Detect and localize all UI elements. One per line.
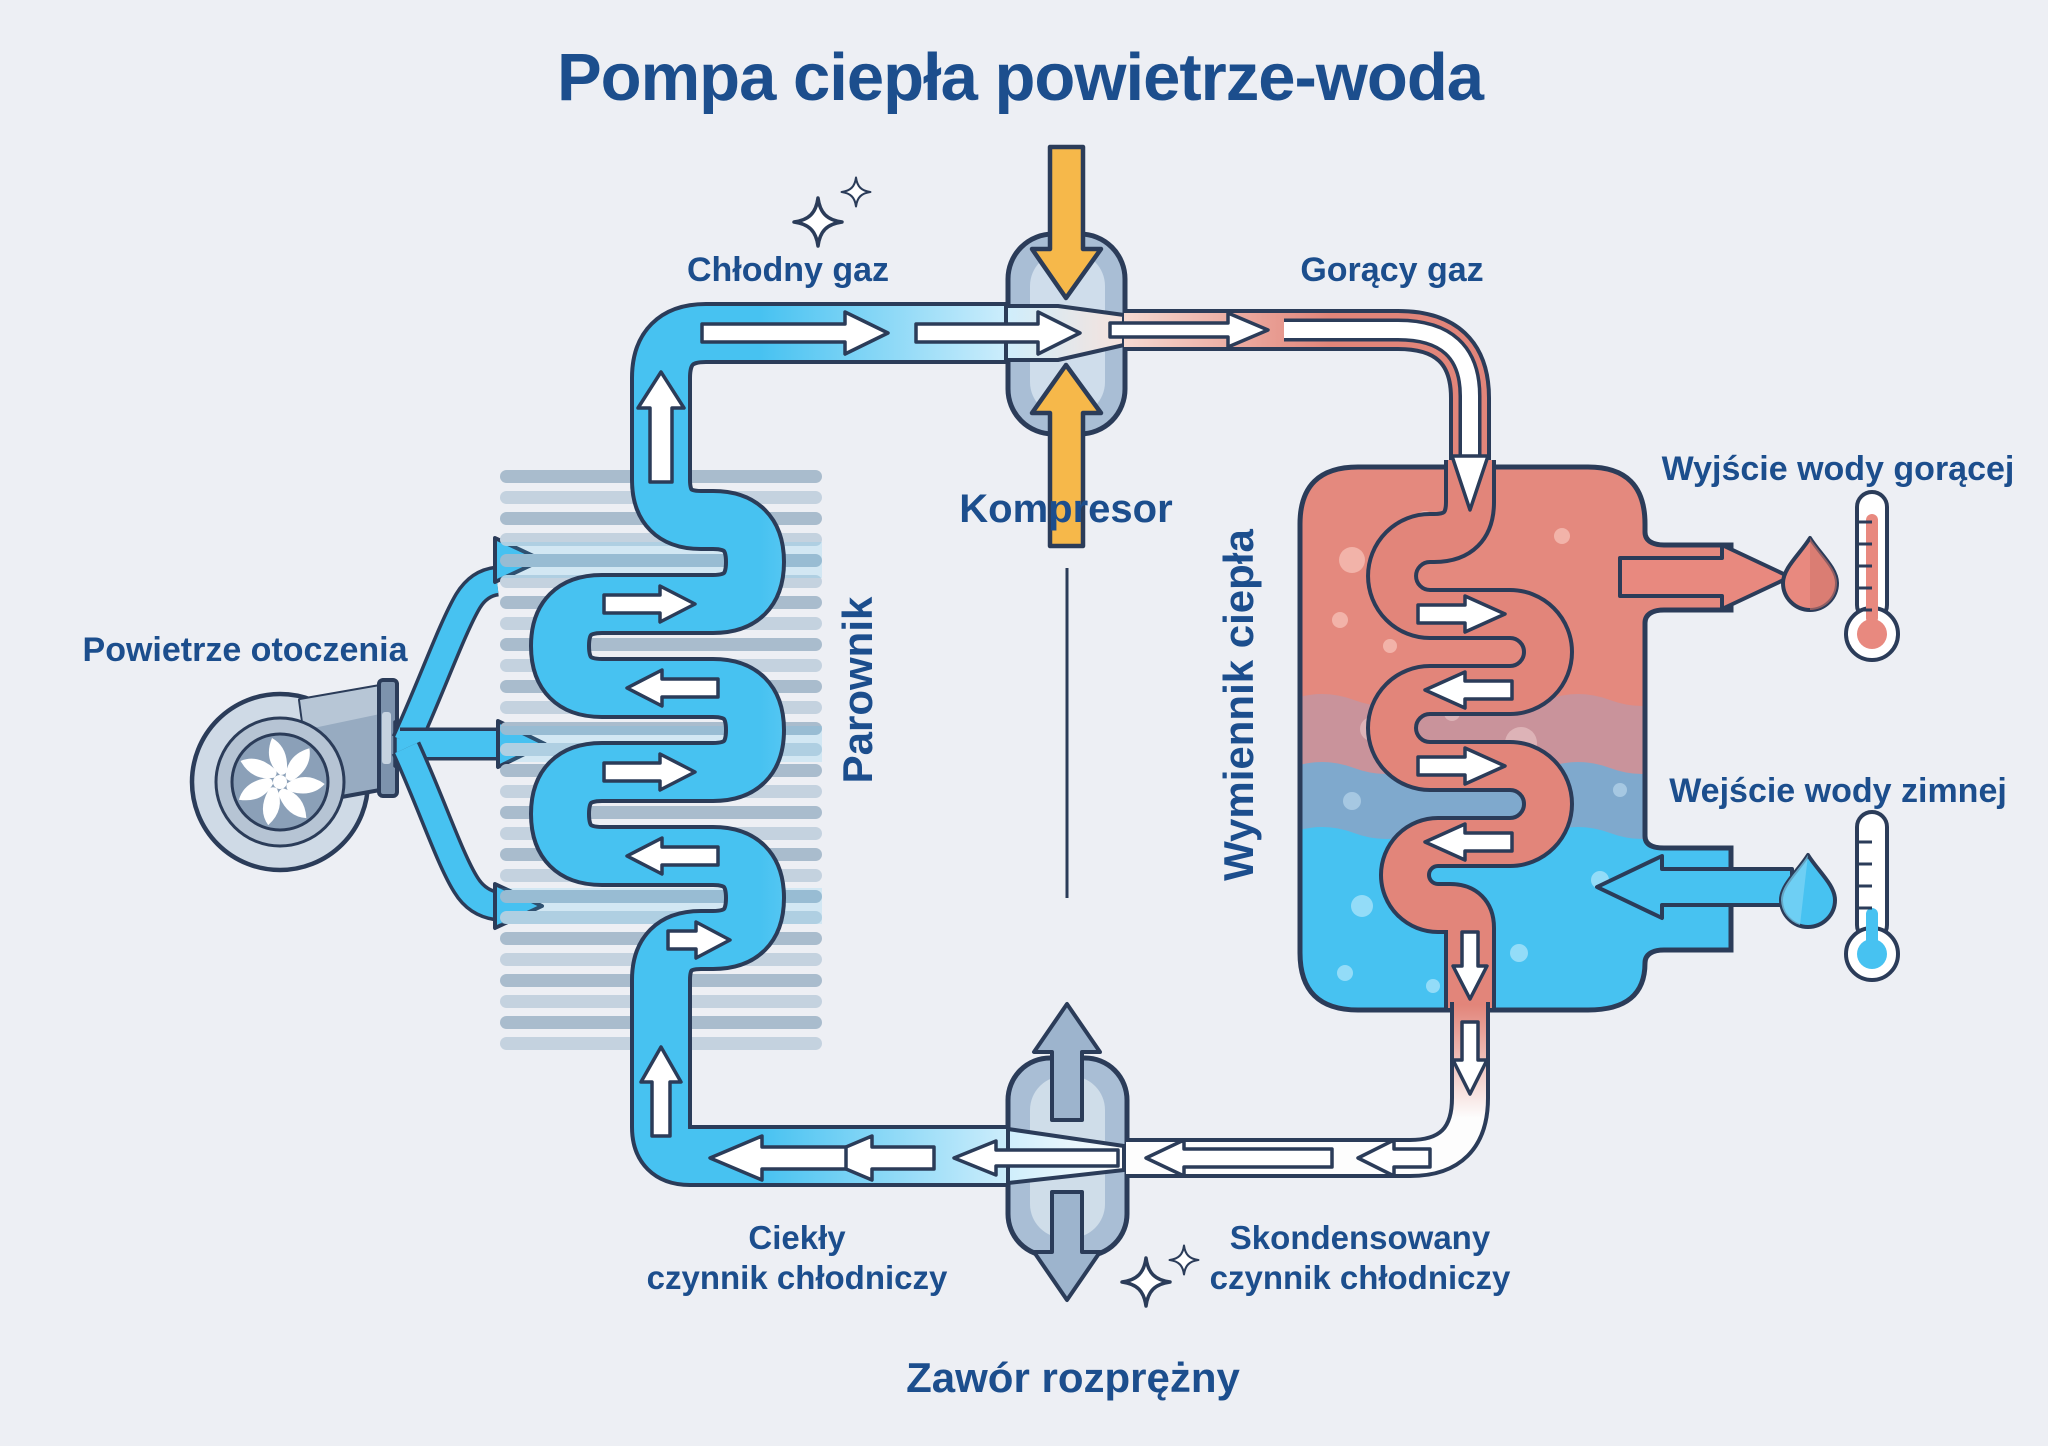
label-condensed-refrigerant-line2: czynnik chłodniczy <box>1210 1259 1511 1296</box>
tank-serpentine-pipe <box>1366 460 1574 1008</box>
label-compressor: Kompresor <box>959 487 1172 531</box>
label-cold-gas: Chłodny gaz <box>687 251 889 289</box>
fan-duct-highlight <box>300 686 380 730</box>
fan-icon <box>189 678 399 873</box>
cold-water-in-arrow <box>1595 854 1794 920</box>
cold-droplet-icon <box>1779 853 1837 929</box>
sparkle-icon <box>792 176 1200 1308</box>
hot-water-out-arrow <box>1618 543 1792 611</box>
label-expansion-valve: Zawór rozprężny <box>906 1354 1240 1401</box>
flow-arrows <box>602 310 1514 1182</box>
hot-droplet-icon <box>1781 536 1839 612</box>
label-ambient-air: Powietrze otoczenia <box>83 631 409 669</box>
valve-arrow-down-icon <box>1032 1190 1102 1302</box>
valve-arrow-up-icon <box>1032 1002 1102 1122</box>
label-heat-exchanger: Wymiennik ciepła <box>1215 529 1262 881</box>
hot-thermometer-icon <box>1844 490 1900 662</box>
compressor-arrow-up-icon <box>1029 362 1104 549</box>
label-hot-gas: Gorący gaz <box>1300 251 1483 289</box>
label-liquid-refrigerant-line1: Ciekły <box>748 1219 846 1256</box>
label-condensed-refrigerant-line1: Skondensowany <box>1230 1219 1491 1256</box>
fan-blades <box>238 738 325 826</box>
label-hot-water-outlet: Wyjście wody gorącej <box>1662 450 2015 488</box>
label-evaporator: Parownik <box>834 596 881 783</box>
cold-thermometer-icon <box>1844 810 1900 982</box>
compressor-arrow-down-icon <box>1029 144 1104 301</box>
label-liquid-refrigerant-line2: czynnik chłodniczy <box>647 1259 948 1296</box>
fan-outlet-plate-notch <box>382 712 391 764</box>
tank-outline <box>1297 464 1734 1013</box>
cold-refrigerant-pipe <box>528 302 1010 1187</box>
page-title: Pompa ciepła powietrze-woda <box>557 40 1485 115</box>
label-cold-water-inlet: Wejście wody zimnej <box>1669 772 2007 810</box>
